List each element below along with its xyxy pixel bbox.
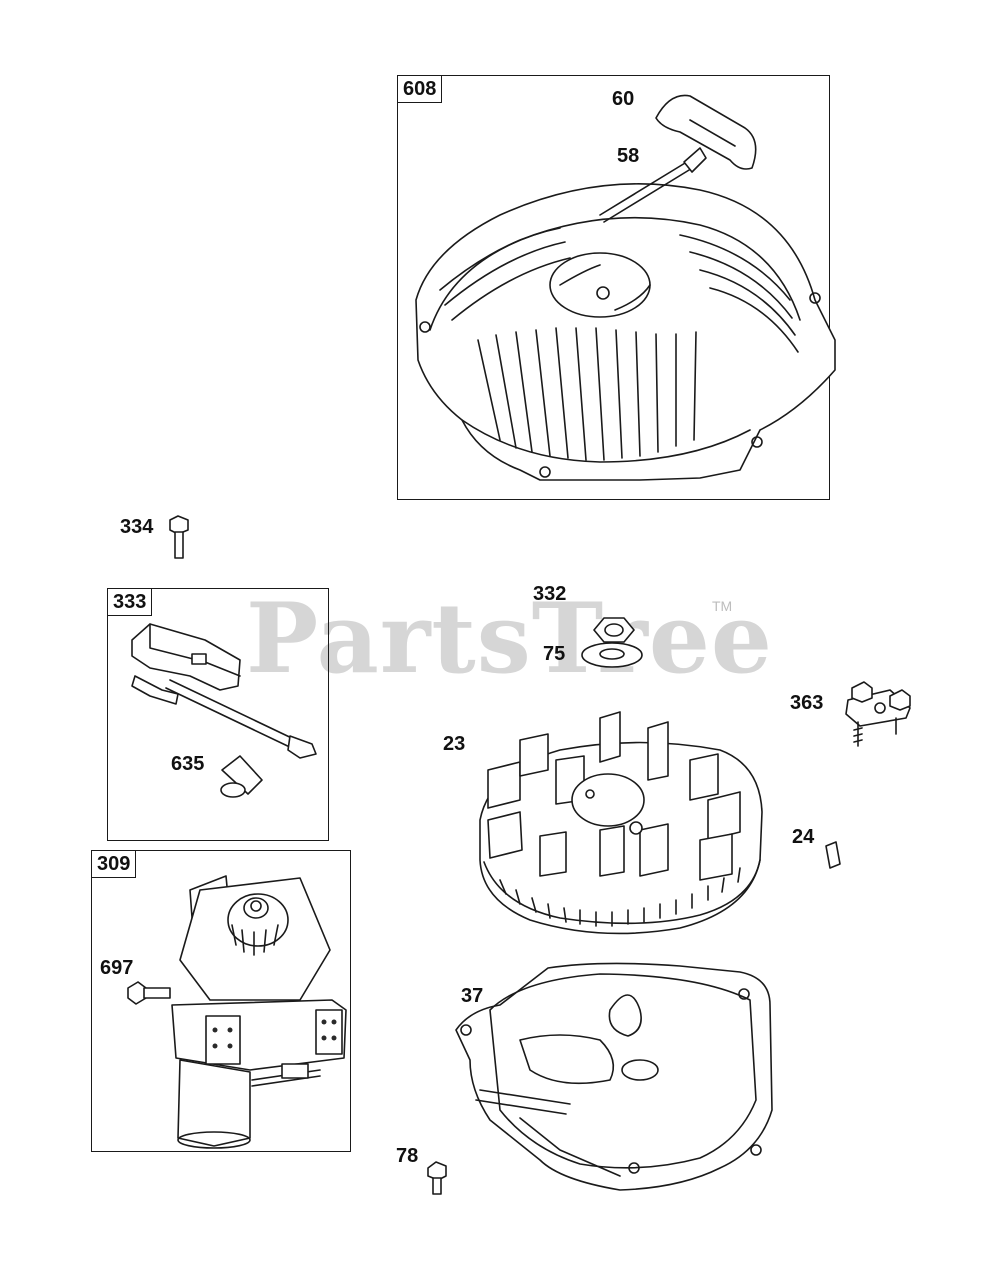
callout-363[interactable]: 363 xyxy=(790,692,824,714)
backplate-37-drawing[interactable] xyxy=(427,962,773,1195)
recoil-starter-drawing[interactable] xyxy=(415,94,836,481)
starter-motor-drawing[interactable] xyxy=(127,875,347,1149)
flywheel-drawing[interactable] xyxy=(479,711,763,935)
ignition-armature-drawing[interactable] xyxy=(131,623,317,798)
group-tag-333[interactable]: 333 xyxy=(107,588,153,616)
callout-334[interactable]: 334 xyxy=(120,516,154,538)
nut-332-drawing[interactable] xyxy=(593,617,635,643)
callout-60[interactable]: 60 xyxy=(612,88,635,110)
bracket-363-drawing[interactable] xyxy=(845,681,911,747)
group-box-608: 608 xyxy=(397,75,830,500)
callout-24[interactable]: 24 xyxy=(792,826,815,848)
callout-23[interactable]: 23 xyxy=(443,733,466,755)
callout-37[interactable]: 37 xyxy=(461,985,484,1007)
callout-58[interactable]: 58 xyxy=(617,145,640,167)
bolt-334-drawing[interactable] xyxy=(169,515,189,559)
trademark-mark: TM xyxy=(712,598,733,614)
washer-75-drawing[interactable] xyxy=(581,642,643,668)
key-24-drawing[interactable] xyxy=(825,841,841,869)
callout-78[interactable]: 78 xyxy=(396,1145,419,1167)
group-box-309: 309 xyxy=(91,850,351,1152)
partstree-watermark: PartsTree xyxy=(246,582,773,695)
callout-75[interactable]: 75 xyxy=(543,643,566,665)
group-tag-309[interactable]: 309 xyxy=(91,850,137,878)
callout-697[interactable]: 697 xyxy=(100,957,134,979)
group-box-333: 333 xyxy=(107,588,329,841)
callout-332[interactable]: 332 xyxy=(533,583,567,605)
callout-635[interactable]: 635 xyxy=(171,753,205,775)
group-tag-608[interactable]: 608 xyxy=(397,75,443,103)
